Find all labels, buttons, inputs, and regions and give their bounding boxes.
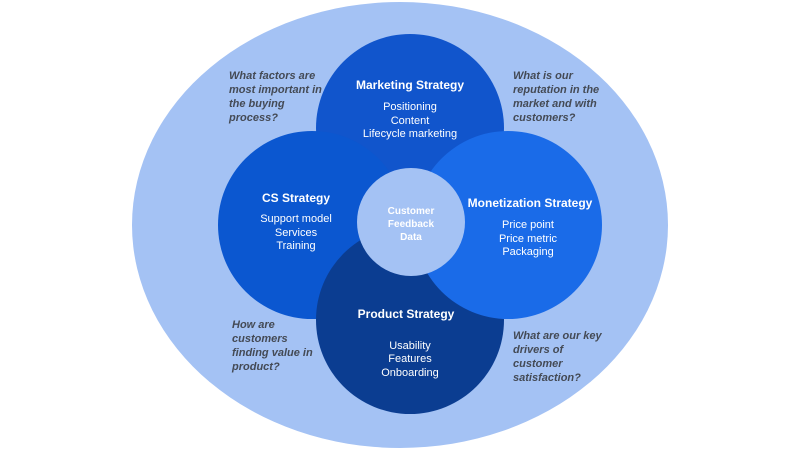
question-bottom-left: finding value in — [232, 347, 313, 359]
marketing-title: Marketing Strategy — [356, 78, 464, 92]
question-bottom-right: What are our key — [513, 330, 603, 342]
question-top-right: market and with — [513, 98, 597, 110]
center-label: Customer — [388, 206, 435, 217]
cs-item: Services — [275, 227, 318, 239]
product-item: Features — [388, 353, 432, 365]
monetization-circle — [414, 131, 602, 319]
cs-title: CS Strategy — [262, 191, 330, 205]
monetization-title: Monetization Strategy — [468, 196, 593, 210]
monetization-item: Price point — [502, 219, 554, 231]
monetization-item: Price metric — [499, 233, 558, 245]
question-bottom-left: product? — [231, 361, 280, 373]
product-title: Product Strategy — [358, 307, 455, 321]
cs-item: Support model — [260, 213, 332, 225]
question-top-left: process? — [228, 112, 278, 124]
marketing-item: Lifecycle marketing — [363, 128, 457, 140]
product-item: Onboarding — [381, 367, 439, 379]
question-bottom-left: How are — [232, 319, 275, 331]
marketing-item: Content — [391, 115, 430, 127]
question-top-left: most important in — [229, 84, 322, 96]
question-bottom-right: customer — [513, 358, 563, 370]
center-circle — [357, 168, 465, 276]
question-bottom-right: drivers of — [513, 344, 564, 356]
question-top-right: reputation in the — [513, 84, 599, 96]
question-bottom-left: customers — [232, 333, 288, 345]
product-item: Usability — [389, 340, 431, 352]
question-top-left: the buying — [229, 98, 285, 110]
question-bottom-right: satisfaction? — [513, 372, 581, 384]
question-top-left: What factors are — [229, 70, 315, 82]
question-top-right: customers? — [513, 112, 576, 124]
monetization-item: Packaging — [502, 246, 553, 258]
center-label: Feedback — [388, 219, 435, 230]
marketing-item: Positioning — [383, 101, 437, 113]
question-top-right: What is our — [513, 70, 574, 82]
cs-item: Training — [276, 240, 315, 252]
center-label: Data — [400, 232, 422, 243]
